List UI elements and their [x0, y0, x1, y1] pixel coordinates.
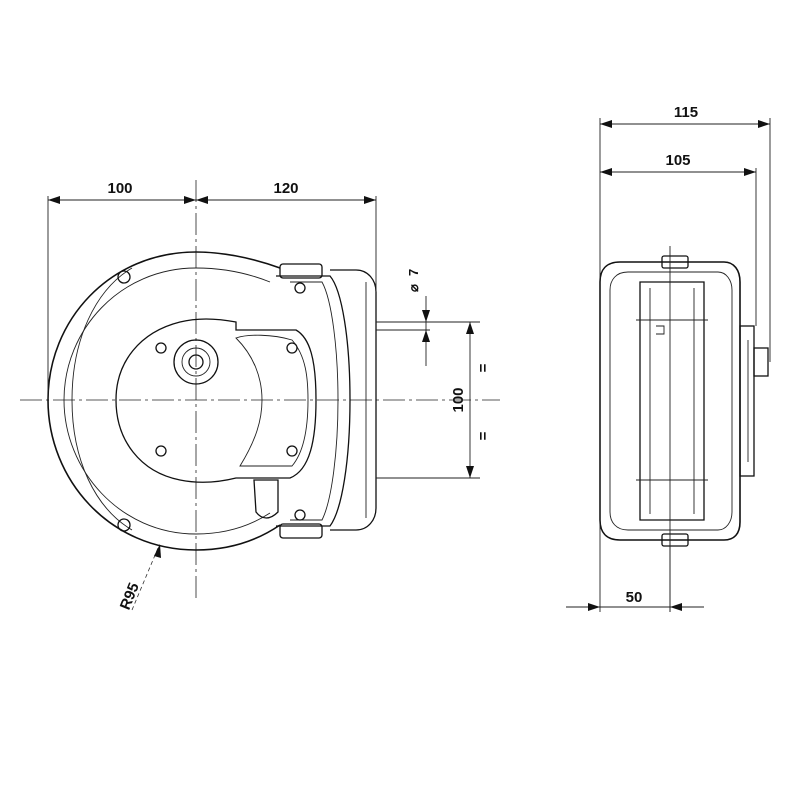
dim-mount-spacing: 100: [450, 387, 467, 412]
hub-bolt: [188, 354, 204, 370]
screw: [155, 342, 167, 354]
screw: [294, 282, 306, 294]
side-body-outer: [599, 261, 741, 541]
bracket-inner: [290, 281, 339, 521]
hub-ring: [181, 347, 211, 377]
screws: [117, 270, 306, 532]
side-bottom-tab: [661, 533, 689, 547]
side-top-tab: [661, 255, 689, 269]
side-view: 115 105 50: [566, 104, 771, 612]
equal-mark-bottom: =: [475, 431, 492, 440]
hub-guide: [235, 334, 309, 467]
dim-body-depth: 105: [665, 152, 690, 169]
screw: [286, 445, 298, 457]
hub-plate: [115, 318, 317, 483]
side-mount-boss: [753, 347, 769, 377]
top-mount-tab: [279, 263, 323, 279]
front-view: 100 120 100 = = ⌀ 7 R95: [20, 180, 500, 612]
dim-offset: 50: [626, 589, 643, 606]
bottom-mount-tab: [279, 523, 323, 539]
dim-radius: R95: [117, 580, 143, 612]
reel-inner-rim: [63, 267, 271, 535]
screw: [286, 342, 298, 354]
reel-outer-housing: [47, 251, 281, 551]
hose-outlet: [253, 479, 279, 519]
screw: [294, 509, 306, 521]
diameter-symbol: ⌀: [406, 284, 421, 292]
wall-plate: [330, 269, 377, 531]
side-body-inner: [609, 271, 733, 531]
hub-outer: [173, 339, 219, 385]
equal-mark-top: =: [475, 363, 492, 372]
side-mount-plate: [739, 325, 755, 477]
screw: [117, 270, 131, 284]
screw: [155, 445, 167, 457]
reel-rim-line: [71, 267, 133, 531]
bracket-body: [276, 275, 351, 527]
dim-overall-depth: 115: [674, 104, 698, 121]
dim-left-width: 100: [107, 180, 132, 197]
screw: [117, 518, 131, 532]
drum-channel: [639, 281, 705, 521]
dim-hole-diameter: 7: [406, 269, 421, 276]
dim-right-width: 120: [273, 180, 298, 197]
